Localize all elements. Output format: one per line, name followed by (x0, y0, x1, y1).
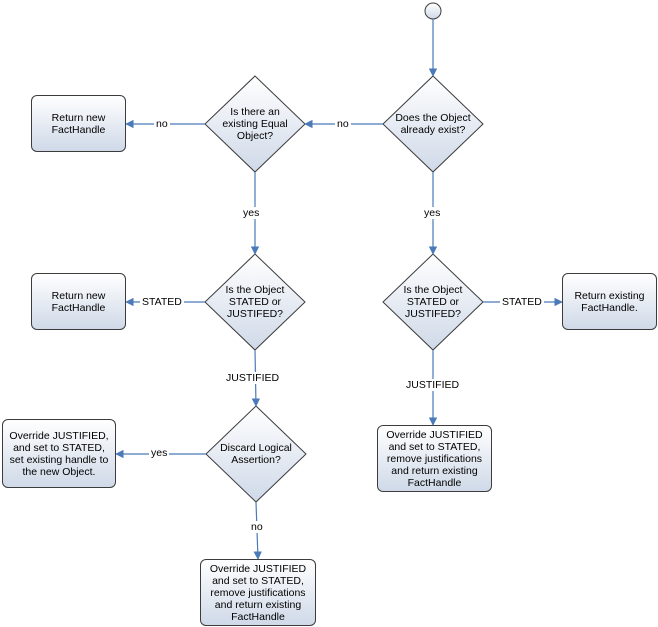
return-new-facthandle-box-2: Return new FactHandle (31, 273, 126, 330)
start-node (424, 2, 442, 20)
edge-label-justified-left: JUSTIFIED (224, 372, 282, 384)
decision-stated-justified-right-text: Is the Object STATED or JUSTIFED? (403, 284, 463, 320)
edge-label-yes-exists: yes (422, 207, 443, 219)
override-set-handle-box: Override JUSTIFIED, and set to STATED, s… (2, 419, 116, 488)
edge-label-yes-equal: yes (241, 207, 262, 219)
edge-label-stated-right: STATED (500, 296, 544, 308)
decision-object-exists-text: Does the Object already exist? (395, 112, 471, 136)
return-existing-facthandle-box: Return existing FactHandle. (562, 273, 657, 330)
decision-discard-logical (205, 405, 307, 503)
edge-label-justified-right: JUSTIFIED (404, 379, 462, 391)
decision-stated-justified-left-text: Is the Object STATED or JUSTIFED? (225, 284, 285, 320)
decision-discard-logical-text: Discard Logical Assertion? (220, 442, 292, 466)
edge-label-stated-left: STATED (140, 296, 184, 308)
override-justified-box-right: Override JUSTIFIED and set to STATED, re… (377, 425, 492, 492)
decision-existing-equal-text: Is there an existing Equal Object? (222, 106, 288, 142)
edge-label-yes-discard: yes (149, 447, 170, 459)
return-new-facthandle-box-1: Return new FactHandle (31, 95, 126, 152)
override-justified-box-bottom: Override JUSTIFIED and set to STATED, re… (200, 559, 316, 626)
edge-label-no-exists: no (335, 118, 351, 130)
edge-label-no-equal: no (154, 118, 170, 130)
edge-label-no-discard: no (249, 521, 265, 533)
